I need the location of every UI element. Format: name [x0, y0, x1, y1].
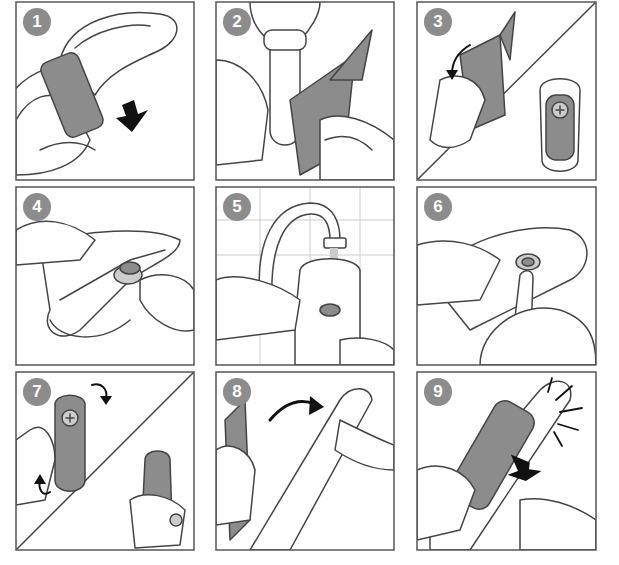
callout-number: 9 [424, 378, 452, 406]
callout-number: 6 [424, 193, 452, 221]
callout-number: 2 [223, 8, 251, 36]
callout-number: 8 [223, 378, 251, 406]
callout-number: 4 [23, 193, 51, 221]
callout-number: 3 [424, 8, 452, 36]
callout-number: 5 [223, 193, 251, 221]
callout-number: 7 [23, 378, 51, 406]
callout-number: 1 [23, 8, 51, 36]
